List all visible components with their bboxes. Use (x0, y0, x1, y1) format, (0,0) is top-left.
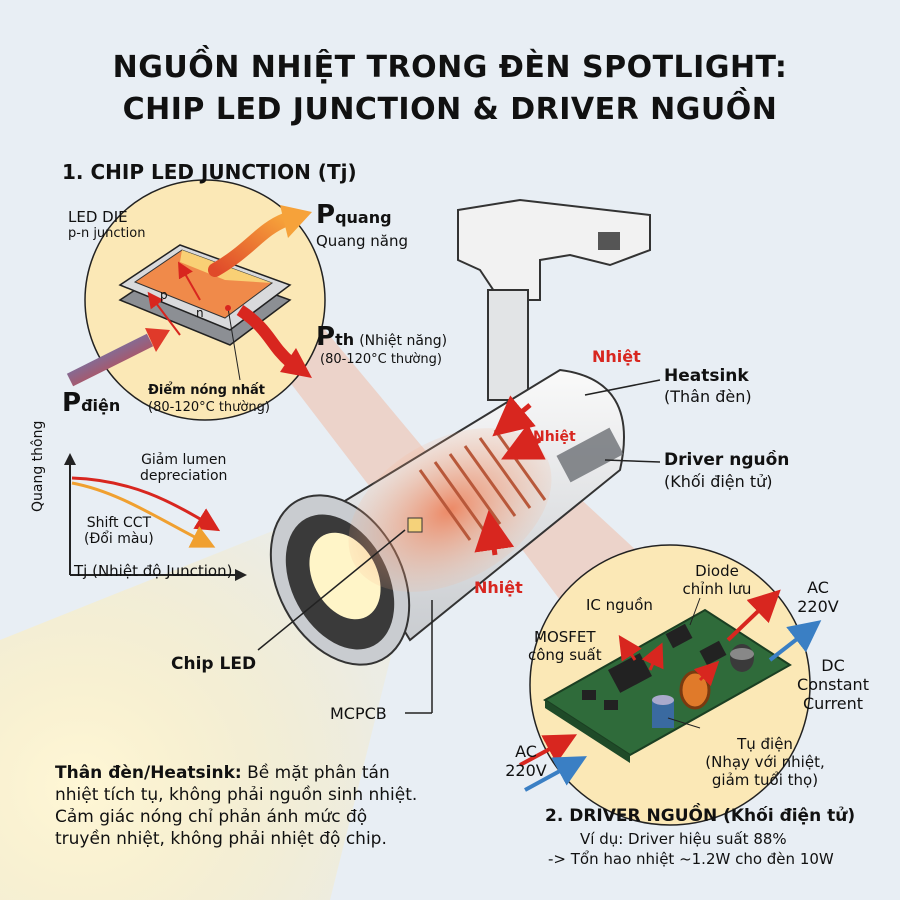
nhiet-label-mid: Nhiệt (533, 429, 576, 445)
body-note: Thân đèn/Heatsink: Bề mặt phân tán nhiệt… (55, 763, 418, 849)
p-quang-label: Pquang (316, 200, 392, 230)
section2-example: Ví dụ: Driver hiệu suất 88% (580, 830, 787, 848)
led-die-label: LED DIE (68, 208, 128, 226)
inductor (679, 670, 711, 710)
ic-chip (608, 653, 652, 693)
capacitor (652, 700, 674, 728)
section1-heading: 1. CHIP LED JUNCTION (Tj) (62, 160, 357, 184)
driver-block (556, 427, 624, 483)
section2-heading: 2. DRIVER NGUỒN (Khối điện tử) (545, 806, 856, 826)
p-dien-label: Pđiện (62, 388, 121, 418)
driver-label: Driver nguồn (664, 450, 790, 470)
hotspot-range: (80-120°C thường) (148, 400, 270, 415)
p-region-label: p (160, 288, 168, 302)
p-th-arrow (280, 348, 312, 378)
title-line-2: CHIP LED JUNCTION & DRIVER NGUỒN (122, 92, 778, 127)
driver-desc: (Khối điện tử) (664, 472, 773, 491)
section2-loss: -> Tổn hao nhiệt ~1.2W cho đèn 10W (548, 850, 834, 868)
n-region-label: n (196, 306, 204, 320)
mcpcb-label: MCPCB (330, 704, 387, 723)
graph-ylabel: Quang thông (30, 420, 46, 512)
p-th-label: Pth (Nhiệt năng) (316, 322, 448, 352)
heatsink-desc: (Thân đèn) (664, 387, 752, 406)
chip-led-label: Chip LED (171, 654, 257, 674)
title-line-1: NGUỒN NHIỆT TRONG ĐÈN SPOTLIGHT: (112, 50, 788, 85)
nhiet-label-bottom: Nhiệt (474, 578, 523, 597)
lumen-curve (71, 476, 221, 532)
ic-label: IC nguồn (586, 596, 653, 614)
hotspot-label: Điểm nóng nhất (148, 383, 266, 398)
lamp-arm (487, 289, 529, 401)
capacitor-label: Tụ điện(Nhạy với nhiệt,giảm tuổi thọ) (705, 735, 825, 789)
p-quang-desc: Quang năng (316, 232, 409, 250)
pn-junction-label: p-n junction (68, 226, 146, 241)
track-adapter (457, 198, 651, 301)
nhiet-label-top: Nhiệt (592, 347, 641, 366)
p-quang-arrow (280, 205, 312, 238)
graph-xlabel: Tj (Nhiệt độ Junction) (74, 562, 233, 580)
chip-led-mark (407, 517, 423, 533)
cct-label: Shift CCT(Đổi màu) (84, 515, 154, 547)
p-th-range: (80-120°C thường) (320, 352, 442, 367)
p-dien-arrow (145, 328, 170, 352)
heatsink-label: Heatsink (664, 366, 749, 386)
cct-curve (71, 481, 216, 548)
